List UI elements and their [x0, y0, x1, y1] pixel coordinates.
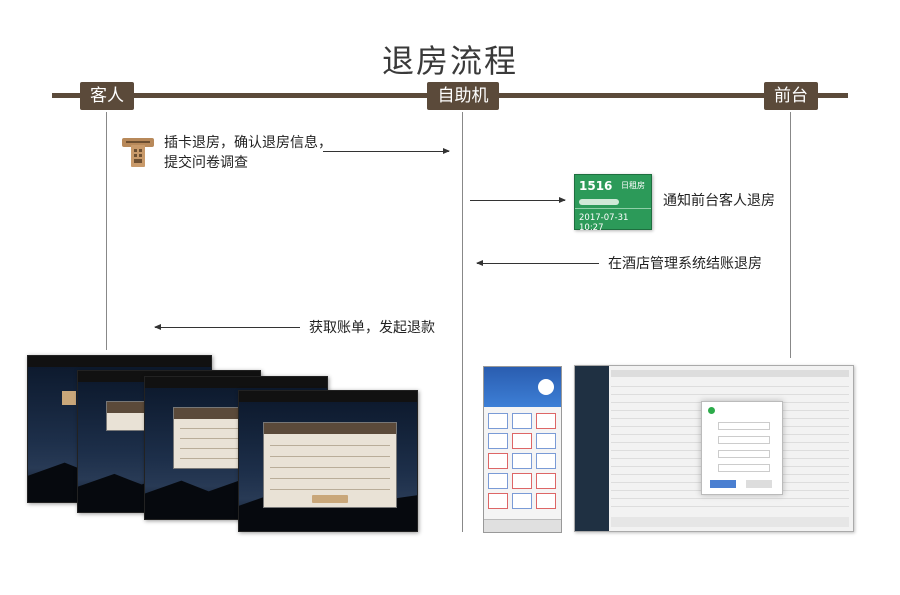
notice-room-number: 1516: [579, 179, 613, 193]
role-guest: 客人: [80, 82, 134, 110]
payment-dialog: [701, 401, 783, 495]
checkout-notice-card: 1516 日租房 2017-07-31 10:27: [574, 174, 652, 233]
page-title: 退房流程: [381, 42, 518, 80]
hotel-management-system-screen: [574, 365, 854, 532]
front-desk-mobile-screen: [483, 366, 562, 533]
notice-time: 2017-07-31 10:27: [579, 213, 629, 233]
step-refund: 获取账单，发起退款: [309, 320, 435, 336]
arrow-guest-to-kiosk: [323, 148, 450, 154]
arrow-front-desk-to-kiosk: [476, 260, 599, 266]
arrow-kiosk-to-guest: [154, 324, 300, 330]
notice-room-type: 日租房: [621, 181, 645, 190]
role-front-desk: 前台: [764, 82, 818, 110]
step-checkout-system: 在酒店管理系统结账退房: [608, 256, 762, 272]
arrow-kiosk-to-notice: [470, 197, 566, 203]
kiosk-screen-survey: [238, 390, 418, 532]
notice-redacted-name: [579, 199, 619, 205]
front-desk-lifeline: [790, 112, 791, 358]
step-notify-front-desk: 通知前台客人退房: [663, 193, 775, 209]
guest-lifeline: [106, 112, 107, 350]
notice-divider: [575, 208, 651, 209]
step-insert-card: 插卡退房，确认退房信息，提交问卷调查: [164, 135, 332, 171]
card-reader-icon: [121, 135, 155, 169]
role-kiosk: 自助机: [427, 82, 499, 110]
kiosk-lifeline: [462, 112, 463, 532]
